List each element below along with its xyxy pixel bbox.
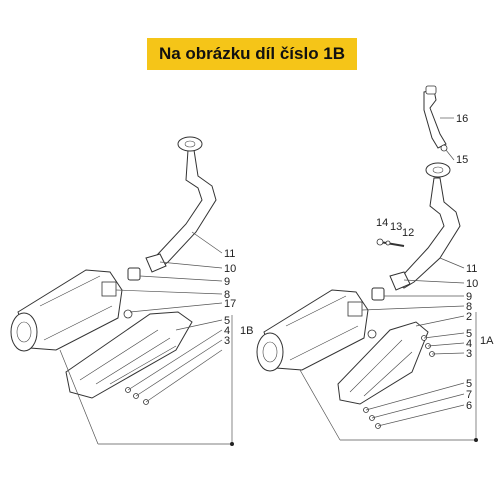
left-label-4: 4 bbox=[224, 325, 230, 337]
right-label-8: 8 bbox=[466, 301, 472, 313]
right-label-14: 14 bbox=[376, 217, 388, 229]
left-leader-lines bbox=[59, 231, 234, 446]
left-gasket bbox=[127, 267, 141, 281]
left-bracket bbox=[101, 281, 117, 297]
right-label-7: 7 bbox=[466, 389, 472, 401]
right-label-5b: 5 bbox=[466, 378, 472, 390]
right-label-3: 3 bbox=[466, 348, 472, 360]
right-lambda-sensor bbox=[423, 89, 447, 149]
right-label-16: 16 bbox=[456, 113, 468, 125]
left-label-17: 17 bbox=[224, 298, 236, 310]
right-muffler-end bbox=[256, 332, 284, 372]
left-label-1b: 1B bbox=[240, 325, 253, 337]
right-label-9: 9 bbox=[466, 291, 472, 303]
right-label-13: 13 bbox=[390, 221, 402, 233]
left-label-9: 9 bbox=[224, 276, 230, 288]
right-label-15: 15 bbox=[456, 154, 468, 166]
part-number-banner: Na obrázku díl číslo 1B bbox=[147, 38, 357, 70]
right-label-6: 6 bbox=[466, 400, 472, 412]
left-label-10: 10 bbox=[224, 263, 236, 275]
left-label-3: 3 bbox=[224, 335, 230, 347]
right-muffler-body bbox=[263, 289, 369, 371]
right-label-11: 11 bbox=[466, 263, 477, 275]
right-label-10: 10 bbox=[466, 278, 478, 290]
right-gasket bbox=[371, 287, 385, 301]
right-header-pipe bbox=[393, 177, 461, 289]
left-heat-shield bbox=[65, 311, 193, 399]
right-label-12: 12 bbox=[402, 227, 414, 239]
right-exhaust-assembly bbox=[256, 85, 461, 429]
right-label-2: 2 bbox=[466, 311, 472, 323]
right-clamp bbox=[389, 271, 411, 291]
right-label-4: 4 bbox=[466, 338, 472, 350]
left-muffler-body bbox=[17, 269, 123, 351]
right-label-1a: 1A bbox=[480, 335, 494, 347]
right-heat-shield bbox=[337, 321, 429, 405]
left-muffler-end bbox=[10, 312, 38, 352]
right-leader-lines bbox=[299, 117, 478, 442]
left-label-8: 8 bbox=[224, 289, 230, 301]
right-label-5: 5 bbox=[466, 328, 472, 340]
left-label-5: 5 bbox=[224, 315, 230, 327]
left-exhaust-assembly bbox=[10, 136, 217, 405]
left-clamp bbox=[145, 253, 167, 273]
right-pipe-flange bbox=[425, 162, 451, 178]
left-label-11: 11 bbox=[224, 248, 235, 260]
left-header-pipe bbox=[149, 149, 217, 269]
left-pipe-flange bbox=[177, 136, 203, 152]
